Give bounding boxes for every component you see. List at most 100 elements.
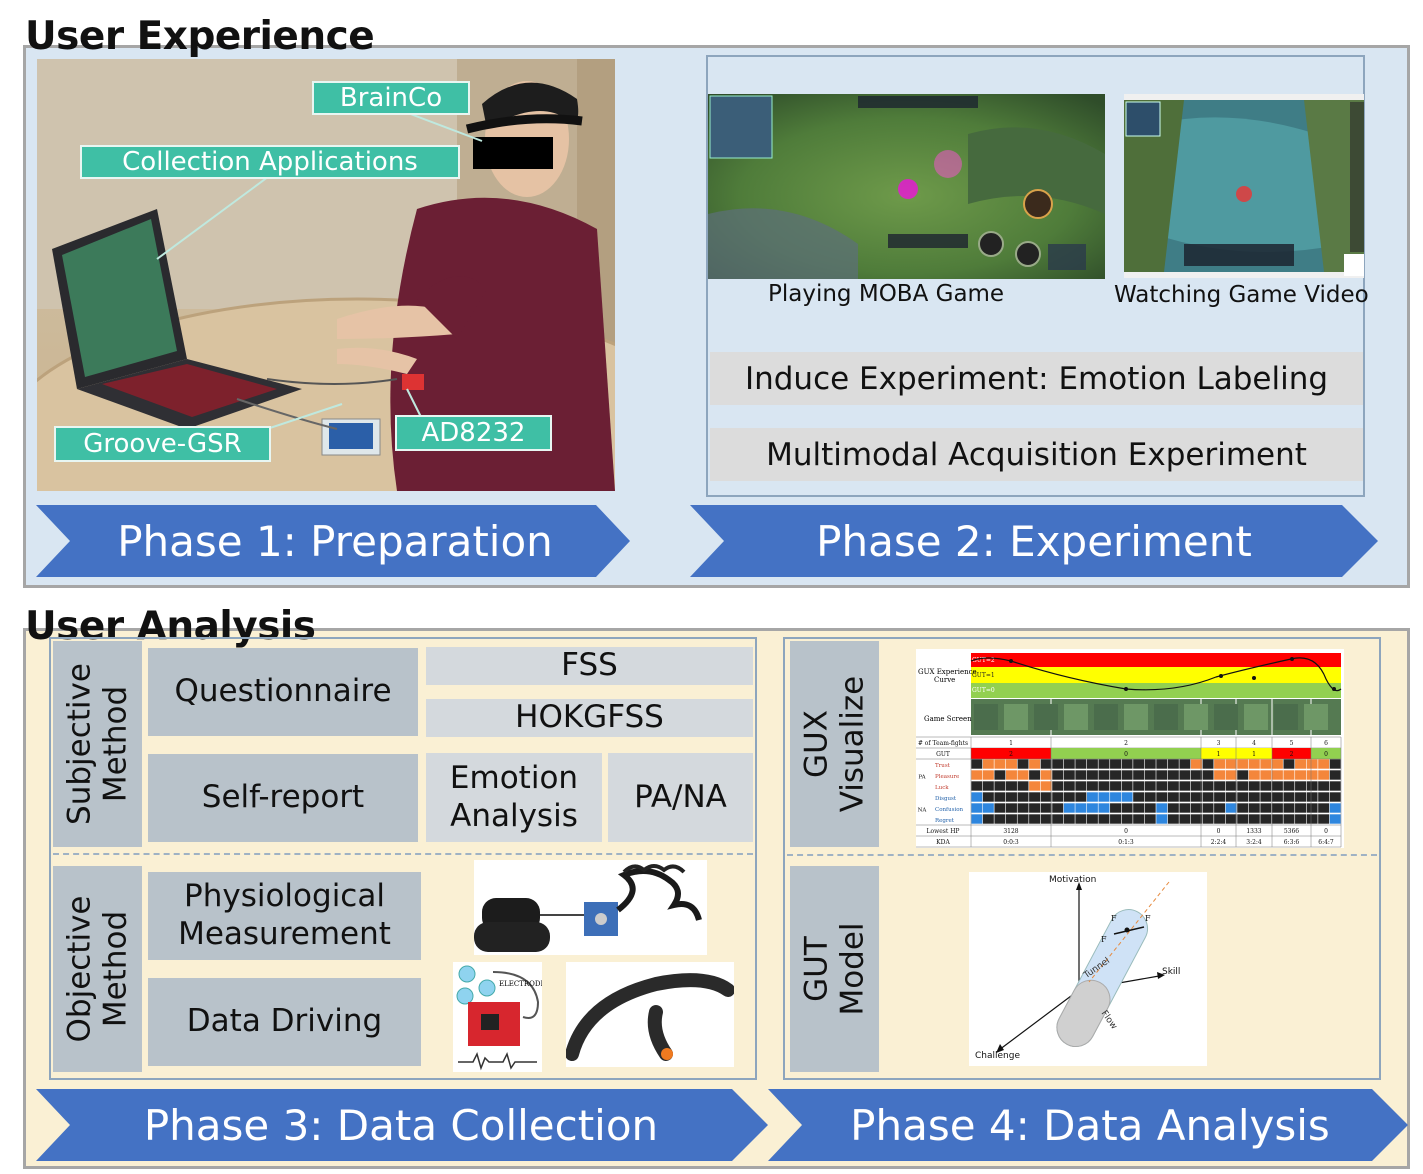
physio-line2: Measurement bbox=[178, 916, 391, 952]
game-frame-thumb bbox=[1004, 704, 1028, 730]
emotion-cell bbox=[994, 792, 1006, 802]
emotion-cell bbox=[1005, 770, 1017, 780]
emotion-cell bbox=[1075, 781, 1087, 791]
game-frame-thumb bbox=[1274, 704, 1298, 730]
gut-cell bbox=[1201, 748, 1236, 759]
game-frame-thumb bbox=[974, 704, 998, 730]
emotion-cell bbox=[1202, 770, 1214, 780]
emotion-cell bbox=[1121, 814, 1133, 824]
emotion-cell bbox=[1040, 759, 1052, 769]
gut-cell bbox=[1051, 748, 1201, 759]
emotion-cell bbox=[1179, 803, 1191, 813]
gut-band-2 bbox=[971, 653, 1341, 667]
emotion-cell bbox=[1086, 770, 1098, 780]
gut-value: 0 bbox=[1324, 751, 1328, 758]
emotion-cell bbox=[1052, 803, 1064, 813]
challenge-axis bbox=[998, 989, 1080, 1051]
emotion-cell bbox=[1156, 803, 1168, 813]
emotion-cell bbox=[1190, 759, 1202, 769]
multimodal-experiment-box: Multimodal Acquisition Experiment bbox=[710, 428, 1363, 481]
emotion-cell bbox=[1295, 770, 1307, 780]
emotion-cell bbox=[1179, 781, 1191, 791]
emotion-cell bbox=[1306, 814, 1318, 824]
emotion-cell bbox=[1248, 781, 1260, 791]
game-screen-label: Game Screen bbox=[924, 715, 972, 723]
gux-visualization: GUT=2 GUT=1 GUT=0 GUX Experience Curve G… bbox=[916, 649, 1344, 848]
gut-value: 2 bbox=[1290, 751, 1294, 758]
experiment-frame bbox=[706, 55, 1365, 497]
emotion-cell bbox=[1167, 781, 1179, 791]
collection-divider bbox=[53, 853, 753, 855]
emotion-cell bbox=[1248, 770, 1260, 780]
team-fights-label: # of Team-fights bbox=[918, 740, 968, 747]
emotion-cell bbox=[1005, 759, 1017, 769]
fight-number: 1 bbox=[1009, 740, 1013, 747]
emotion-cell bbox=[1237, 770, 1249, 780]
gut-cell bbox=[1311, 748, 1341, 759]
emotion-cell bbox=[1306, 770, 1318, 780]
game-frame-thumb bbox=[1124, 704, 1148, 730]
subjective-line1: Subjective bbox=[60, 663, 97, 825]
gut-value: 2 bbox=[1009, 751, 1013, 758]
emotion-cell bbox=[1063, 792, 1075, 802]
game-frame-thumb bbox=[1154, 704, 1178, 730]
emotion-cell bbox=[971, 803, 983, 813]
emotion-cell bbox=[1110, 770, 1122, 780]
phase2-label: Phase 2: Experiment bbox=[816, 516, 1252, 566]
emotion-cell bbox=[1086, 781, 1098, 791]
induce-experiment-box: Induce Experiment: Emotion Labeling bbox=[710, 352, 1363, 405]
gut-band-0 bbox=[971, 683, 1341, 698]
emotion-cell bbox=[994, 814, 1006, 824]
emotion-cell bbox=[1121, 770, 1133, 780]
emotion-cell bbox=[1156, 814, 1168, 824]
questionnaire-box: Questionnaire bbox=[148, 648, 418, 736]
emotion-cell bbox=[1133, 781, 1145, 791]
emotion-cell bbox=[1190, 792, 1202, 802]
emotion-cell bbox=[1063, 759, 1075, 769]
gux-point bbox=[1009, 659, 1013, 663]
kda-value: 0:1:3 bbox=[1118, 839, 1134, 846]
phase4-label: Phase 4: Data Analysis bbox=[850, 1100, 1330, 1150]
emotion-cell bbox=[1052, 770, 1064, 780]
emotion-cell bbox=[982, 814, 994, 824]
emotion-cell bbox=[994, 803, 1006, 813]
emotion-cell bbox=[1271, 814, 1283, 824]
flow-shape bbox=[1056, 979, 1111, 1047]
emotion-row-label: Disgust bbox=[935, 796, 957, 802]
emotion-analysis-box: Emotion Analysis bbox=[426, 753, 602, 842]
emotion-cell bbox=[1202, 792, 1214, 802]
emotion-cell bbox=[1167, 803, 1179, 813]
phase3-arrow bbox=[36, 1089, 768, 1161]
emotion-cell bbox=[1248, 792, 1260, 802]
emotion-cell bbox=[1318, 781, 1330, 791]
emotion-cell bbox=[1225, 792, 1237, 802]
emotion-cell bbox=[1237, 759, 1249, 769]
game-screen-frames bbox=[974, 699, 1328, 735]
emotion-cell bbox=[1144, 792, 1156, 802]
emotion-cell bbox=[1121, 803, 1133, 813]
objective-line1: Objective bbox=[60, 895, 97, 1043]
emotion-cell bbox=[1005, 803, 1017, 813]
emotion-cell bbox=[1029, 803, 1041, 813]
emotion-cell bbox=[1260, 792, 1272, 802]
emotion-cell bbox=[1329, 814, 1341, 824]
emotion-cell bbox=[1144, 781, 1156, 791]
emotion-cell bbox=[1306, 759, 1318, 769]
kda-value: 6:4:7 bbox=[1318, 839, 1334, 846]
gut-value: 1 bbox=[1252, 751, 1256, 758]
emotion-cell bbox=[982, 803, 994, 813]
fight-number: 4 bbox=[1252, 740, 1256, 747]
emotion-cell bbox=[1167, 759, 1179, 769]
emotion-cell bbox=[1167, 792, 1179, 802]
emotion-cell bbox=[1329, 803, 1341, 813]
emotion-row-label: Regret bbox=[935, 818, 955, 824]
emotion-cell bbox=[1029, 770, 1041, 780]
gut-row-label: GUT bbox=[936, 751, 950, 758]
emotion-cell bbox=[1260, 781, 1272, 791]
emotion-cell bbox=[1110, 781, 1122, 791]
emotion-cell bbox=[1144, 770, 1156, 780]
emotion-cell bbox=[1052, 814, 1064, 824]
gux-point bbox=[1219, 674, 1223, 678]
emotion-cell bbox=[1237, 814, 1249, 824]
